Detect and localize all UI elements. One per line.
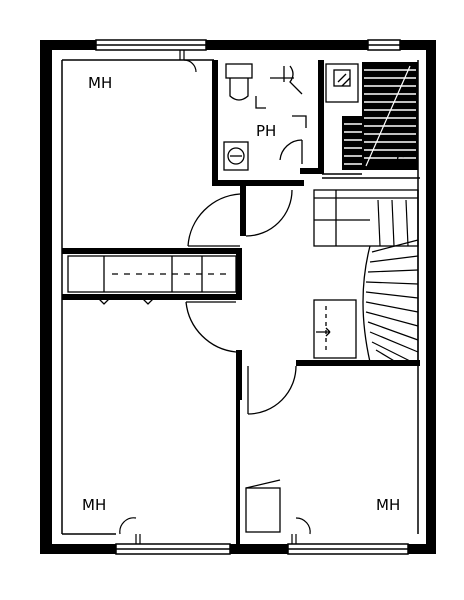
room-label-bedroom-top-left: MH — [88, 74, 112, 92]
bottom-closet — [245, 479, 281, 533]
room-label-bedroom-bottom-right: MH — [376, 496, 400, 514]
bathroom-fixtures — [223, 63, 307, 171]
bathroom-walls — [212, 60, 324, 186]
windows — [95, 39, 409, 555]
sauna-heater — [325, 63, 359, 103]
wardrobe — [67, 255, 237, 305]
corridor-doors — [185, 189, 297, 415]
window-handles — [119, 50, 311, 544]
room-label-bathroom: PH — [256, 122, 276, 140]
room-label-sauna: S — [396, 154, 405, 170]
corridor-walls — [62, 186, 420, 546]
outer-walls — [40, 40, 436, 554]
sauna-benches — [322, 62, 420, 179]
staircase — [313, 189, 419, 366]
room-label-bedroom-bottom-left: MH — [82, 496, 106, 514]
